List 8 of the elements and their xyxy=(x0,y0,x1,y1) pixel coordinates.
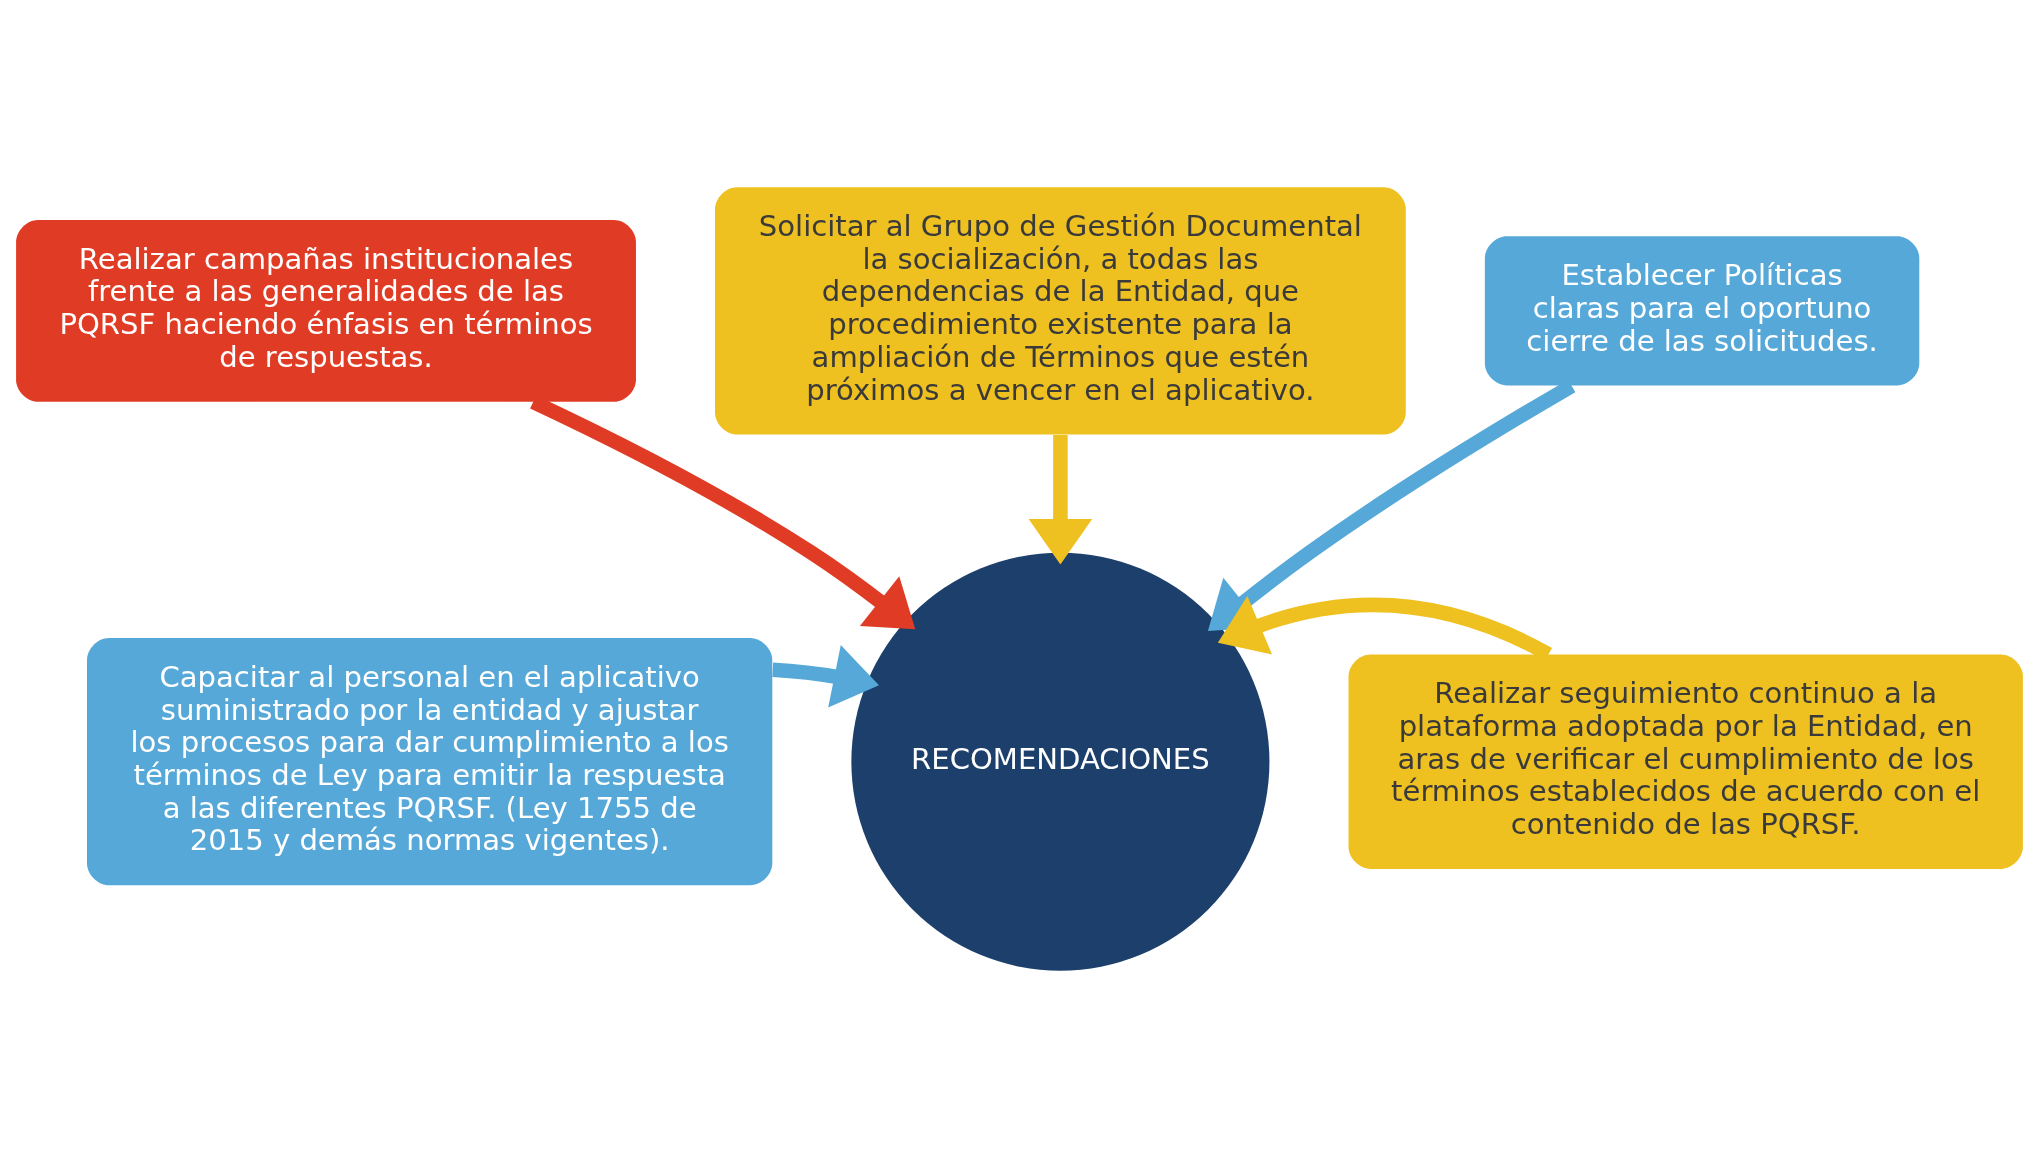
arrow xyxy=(1028,434,1093,564)
node-circle: RECOMENDACIONES xyxy=(851,552,1270,971)
node-box: Capacitar al personal en el aplicativo suministrado por la entidad y ajustar los procesos para dar cumplimiento a los términos de Ley para emitir la respuesta a las diferentes PQRSF. (Ley 1755 de 2015 y demás normas vigentes). xyxy=(87,637,773,885)
node-box: Establecer Políticas claras para el oportuno cierre de las solicitudes. xyxy=(1484,235,1920,385)
node-box: Solicitar al Grupo de Gestión Documental la socialización, a todas las dependencias de la Entidad, que procedimiento existente para la ampliación de Términos que estén próximos a vencer en el aplicativo. xyxy=(715,186,1406,434)
node-box: Realizar seguimiento continuo a la plataforma adoptada por la Entidad, en aras de verificar el cumplimiento de los términos establecidos de acuerdo con el contenido de las PQRSF. xyxy=(1348,653,2023,869)
node-box: Realizar campañas institucionales frente a las generalidades de las PQRSF haciendo énfasis en términos de respuestas. xyxy=(16,219,636,402)
arrow xyxy=(772,644,879,707)
